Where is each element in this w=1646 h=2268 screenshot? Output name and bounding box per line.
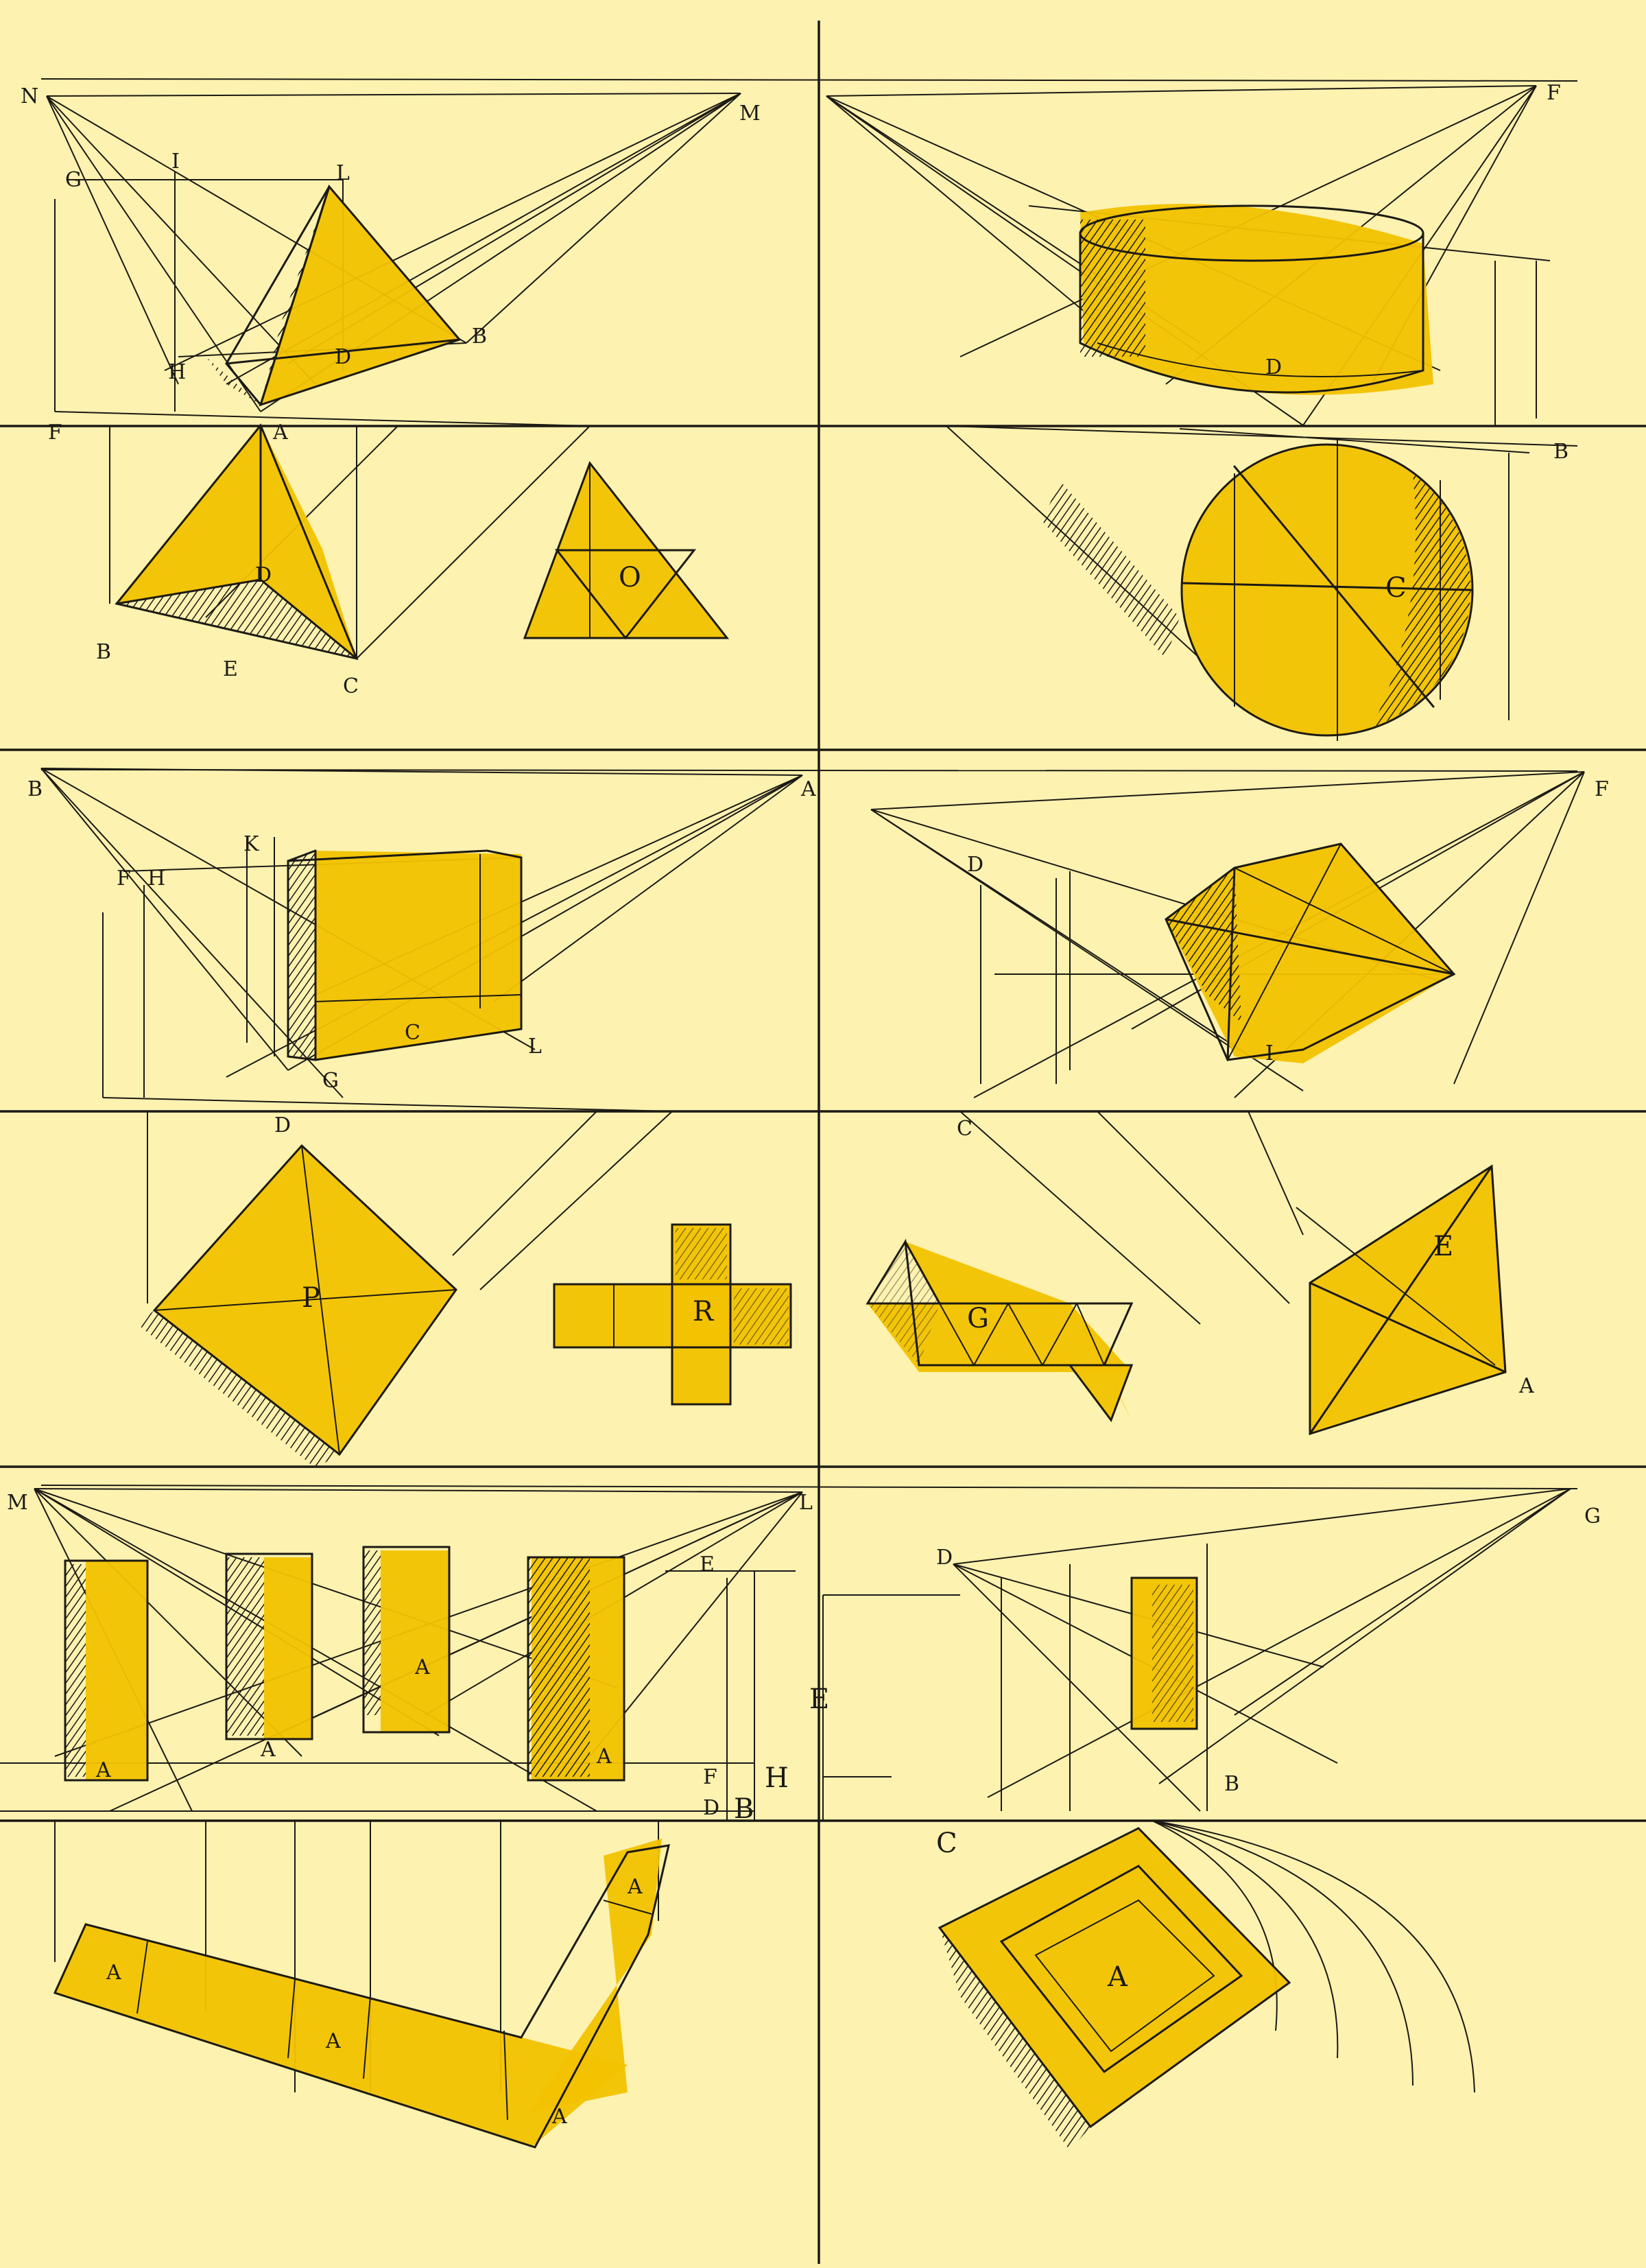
label-d: D xyxy=(274,1113,291,1137)
label-c: C xyxy=(957,1117,973,1141)
frames-panel: M L E F D B H A A A A A A A A xyxy=(0,1488,813,2149)
block-label-a5: A xyxy=(106,1961,121,1985)
label-e: E xyxy=(223,657,238,681)
label-e: E xyxy=(1433,1231,1453,1262)
cube-net xyxy=(553,1223,792,1406)
label-m: M xyxy=(739,102,761,126)
cylinder-panel: F D B C xyxy=(826,81,1578,741)
block-label-a3: A xyxy=(414,1655,430,1679)
label-c: C xyxy=(936,1828,957,1859)
block-label-a7: A xyxy=(551,2105,567,2129)
octahedron-net xyxy=(866,1238,1134,1423)
label-m: M xyxy=(7,1491,28,1515)
label-l: L xyxy=(528,1035,542,1059)
label-a: A xyxy=(272,421,288,445)
net-label-r: R xyxy=(693,1296,715,1327)
label-i: I xyxy=(171,150,180,174)
label-f: F xyxy=(703,1765,717,1789)
octahedron-panel: F D C I E A G xyxy=(866,771,1609,1436)
label-f: F xyxy=(1547,81,1561,105)
label-f: F xyxy=(117,866,131,890)
label-b: B xyxy=(1224,1772,1239,1796)
label-d: D xyxy=(967,853,983,877)
label-c: C xyxy=(405,1021,420,1045)
label-b: B xyxy=(1553,440,1569,464)
label-b: B xyxy=(472,324,487,349)
tetrahedron-net xyxy=(523,460,730,640)
label-g: G xyxy=(322,1069,339,1093)
square-frame-panel: G D E C B A xyxy=(809,1488,1601,2151)
tetrahedron-panel: N M G I L H D B F A D B E C O xyxy=(21,84,761,698)
label-f: F xyxy=(1595,777,1609,801)
label-d: D xyxy=(1265,355,1282,379)
label-e: E xyxy=(700,1552,715,1576)
label-f: F xyxy=(48,421,62,445)
label-d: D xyxy=(703,1796,719,1820)
net-label-g: G xyxy=(967,1303,989,1334)
cube-panel: B A F H K C L G D P R xyxy=(27,768,816,1468)
label-b: B xyxy=(734,1793,754,1825)
block-label-a1: A xyxy=(95,1758,111,1782)
tetrahedron-construction-lines xyxy=(46,93,741,659)
label-d: D xyxy=(936,1546,953,1570)
label-e: E xyxy=(809,1684,829,1715)
block-label-a4: A xyxy=(596,1745,612,1769)
label-k: K xyxy=(243,832,259,856)
label-h: H xyxy=(147,866,165,890)
label-p: P xyxy=(302,1282,320,1314)
label-l: L xyxy=(799,1491,813,1515)
label-g: G xyxy=(65,168,82,192)
label-a: A xyxy=(800,777,816,801)
block-label-a: A xyxy=(1107,1961,1128,1993)
label-c: C xyxy=(1385,572,1407,604)
label-d2: D xyxy=(255,563,272,587)
label-d: D xyxy=(335,345,351,369)
label-h: H xyxy=(168,360,186,384)
label-h: H xyxy=(765,1762,789,1794)
label-n: N xyxy=(21,84,38,108)
label-c: C xyxy=(343,674,359,698)
block-label-a6: A xyxy=(325,2029,341,2053)
label-g: G xyxy=(1584,1504,1601,1528)
label-b2: B xyxy=(96,640,111,664)
label-l: L xyxy=(336,161,350,185)
block-label-a8: A xyxy=(627,1875,643,1899)
label-a: A xyxy=(1518,1374,1534,1398)
label-i: I xyxy=(1265,1041,1274,1065)
block-label-a2: A xyxy=(260,1738,276,1762)
label-b: B xyxy=(27,777,43,801)
net-label-o: O xyxy=(619,562,641,593)
